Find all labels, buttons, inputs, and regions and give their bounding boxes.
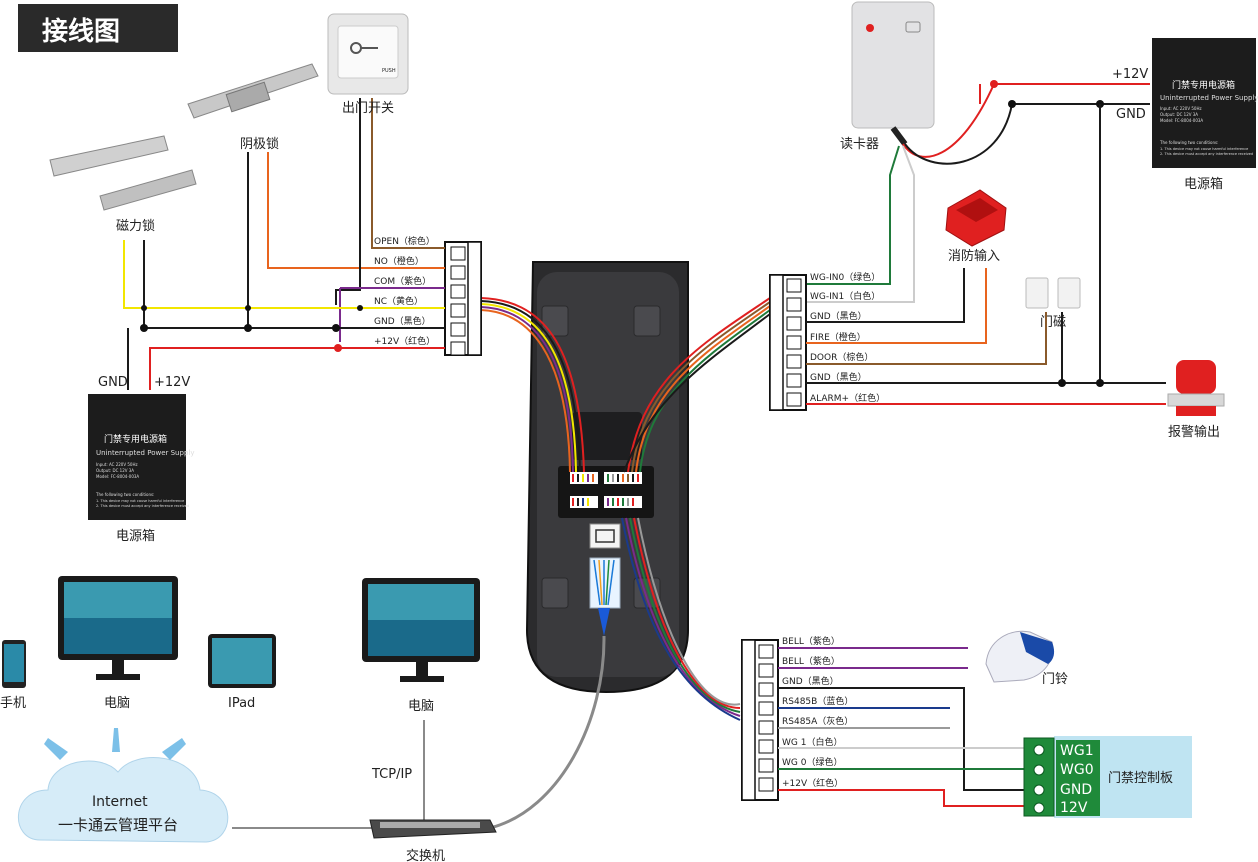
terminal-label: NO（橙色） xyxy=(374,255,424,267)
psu-left-title-en: Uninterrupted Power Supply xyxy=(96,449,194,457)
fire-input-label: 消防输入 xyxy=(948,248,1000,264)
psu-left-cond: The following two conditions: xyxy=(95,492,154,497)
right-wiring xyxy=(806,104,1166,405)
bottom-terminal-labels: BELL（紫色） BELL（紫色） GND（黑色） RS485B（蓝色） RS4… xyxy=(782,635,853,789)
terminal-label: OPEN（棕色） xyxy=(374,235,435,247)
door-sensor-device xyxy=(1025,277,1081,309)
cloud-title: Internet xyxy=(92,794,148,810)
cloud-subtitle: 一卡通云管理平台 xyxy=(58,816,178,834)
psu-right-input: Input: AC 220V 50Hz xyxy=(1160,106,1202,111)
right-terminal-labels: WG-IN0（绿色） WG-IN1（白色） GND（黑色） FIRE（橙色） D… xyxy=(810,271,885,404)
alarm-output-label: 报警输出 xyxy=(1168,424,1220,440)
controller-label: 门禁控制板 xyxy=(1108,771,1173,786)
controller-board: WG1 WG0 GND 12V 门禁控制板 xyxy=(1023,736,1192,818)
psu-right-cond: The following two conditions: xyxy=(1159,140,1218,145)
terminal-label: WG 1（白色） xyxy=(782,736,842,748)
network-switch xyxy=(369,819,497,839)
doorbell-label: 门铃 xyxy=(1042,672,1068,687)
psu-left-label: 电源箱 xyxy=(116,528,155,544)
terminal-label: WG 0（绿色） xyxy=(782,756,842,768)
strike-lock-label: 阴极锁 xyxy=(240,136,279,152)
right-terminal-block xyxy=(769,274,807,411)
pc2-label: 电脑 xyxy=(408,699,434,714)
terminal-label: ALARM+（红色） xyxy=(810,392,885,404)
psu-right-model: Model: FC-8004-003A xyxy=(1160,118,1203,123)
ipad-device xyxy=(208,634,276,688)
exit-button-device: PUSH xyxy=(327,13,409,95)
strike-lock-device xyxy=(187,63,319,119)
controller-pin: WG1 xyxy=(1060,743,1094,759)
terminal-label: FIRE（橙色） xyxy=(810,331,866,343)
alarm-output-device xyxy=(1167,360,1225,416)
psu-right-cond2: 2. This device must accept any interfere… xyxy=(1160,152,1253,156)
fire-input-device xyxy=(945,189,1007,247)
terminal-label: BELL（紫色） xyxy=(782,635,840,647)
terminal-label: NC（黄色） xyxy=(374,295,423,307)
psu-left-cond1: 1. This device may not cause harmful int… xyxy=(96,499,184,503)
wire-bundles xyxy=(480,297,771,830)
psu-right-title-en: Uninterrupted Power Supply xyxy=(1160,94,1258,102)
pc1-device xyxy=(58,576,178,680)
doorbell-device xyxy=(985,630,1055,683)
mag-lock-device xyxy=(49,135,197,211)
psu-right-cond1: 1. This device may not cause harmful int… xyxy=(1160,147,1248,151)
psu-left-model: Model: FC-8004-003A xyxy=(96,474,139,479)
terminal-label: GND（黑色） xyxy=(374,315,431,327)
terminal-label: +12V（红色） xyxy=(374,335,435,347)
phone-device xyxy=(2,640,26,688)
mag-lock-label: 磁力锁 xyxy=(116,218,155,234)
psu-right-output: Output: DC 12V 3A xyxy=(1160,112,1198,117)
left-terminal-labels: OPEN（棕色） NO（橙色） COM（紫色） NC（黄色） GND（黑色） +… xyxy=(374,235,435,347)
pc1-label: 电脑 xyxy=(104,696,130,711)
controller-pin: 12V xyxy=(1060,800,1088,816)
psu-left-12v-label: +12V xyxy=(154,375,190,390)
bottom-wiring xyxy=(778,647,1036,807)
terminal-label: BELL（紫色） xyxy=(782,655,840,667)
access-control-device xyxy=(525,261,689,694)
psu-right-gnd-label: GND xyxy=(1116,107,1146,122)
psu-left-device: 门禁专用电源箱 Uninterrupted Power Supply Input… xyxy=(88,394,194,520)
left-terminal-block xyxy=(444,241,482,356)
psu-left-output: Output: DC 12V 3A xyxy=(96,468,134,473)
terminal-label: WG-IN0（绿色） xyxy=(810,271,880,283)
exit-button-label: 出门开关 xyxy=(342,101,394,116)
left-junctions xyxy=(140,305,363,352)
psu-left-gnd-label: GND xyxy=(98,375,128,390)
signal-arrows xyxy=(44,728,186,760)
psu-right-12v-label: +12V xyxy=(1112,67,1148,82)
card-reader-device xyxy=(851,1,935,146)
terminal-label: RS485B（蓝色） xyxy=(782,695,853,707)
push-label: PUSH xyxy=(382,68,396,74)
controller-pin: GND xyxy=(1060,782,1092,798)
ipad-label: IPad xyxy=(228,696,255,711)
controller-pin: WG0 xyxy=(1060,762,1094,778)
terminal-label: GND（黑色） xyxy=(810,310,867,322)
terminal-label: DOOR（棕色） xyxy=(810,351,873,363)
psu-left-cond2: 2. This device must accept any interfere… xyxy=(96,504,189,508)
psu-left-input: Input: AC 220V 50Hz xyxy=(96,462,138,467)
terminal-label: WG-IN1（白色） xyxy=(810,290,880,302)
terminal-label: COM（紫色） xyxy=(374,275,431,287)
pc2-device xyxy=(362,578,480,682)
psu-right-title-cn: 门禁专用电源箱 xyxy=(1172,79,1235,91)
page-title: 接线图 xyxy=(42,17,120,47)
cloud-platform: Internet 一卡通云管理平台 xyxy=(17,728,229,843)
psu-right-label: 电源箱 xyxy=(1184,176,1223,192)
phone-label: 手机 xyxy=(0,696,26,711)
psu-left-title-cn: 门禁专用电源箱 xyxy=(104,433,167,445)
psu-right-device: 门禁专用电源箱 Uninterrupted Power Supply Input… xyxy=(1152,38,1258,168)
switch-label: 交换机 xyxy=(406,848,445,862)
card-reader-label: 读卡器 xyxy=(840,137,879,152)
terminal-label: GND（黑色） xyxy=(782,675,839,687)
terminal-label: +12V（红色） xyxy=(782,777,843,789)
terminal-label: GND（黑色） xyxy=(810,371,867,383)
reader-wiring xyxy=(806,83,1150,303)
terminal-label: RS485A（灰色） xyxy=(782,715,853,727)
bottom-terminal-block xyxy=(741,639,779,801)
tcpip-label: TCP/IP xyxy=(371,767,412,782)
title-block: 接线图 xyxy=(18,4,178,52)
